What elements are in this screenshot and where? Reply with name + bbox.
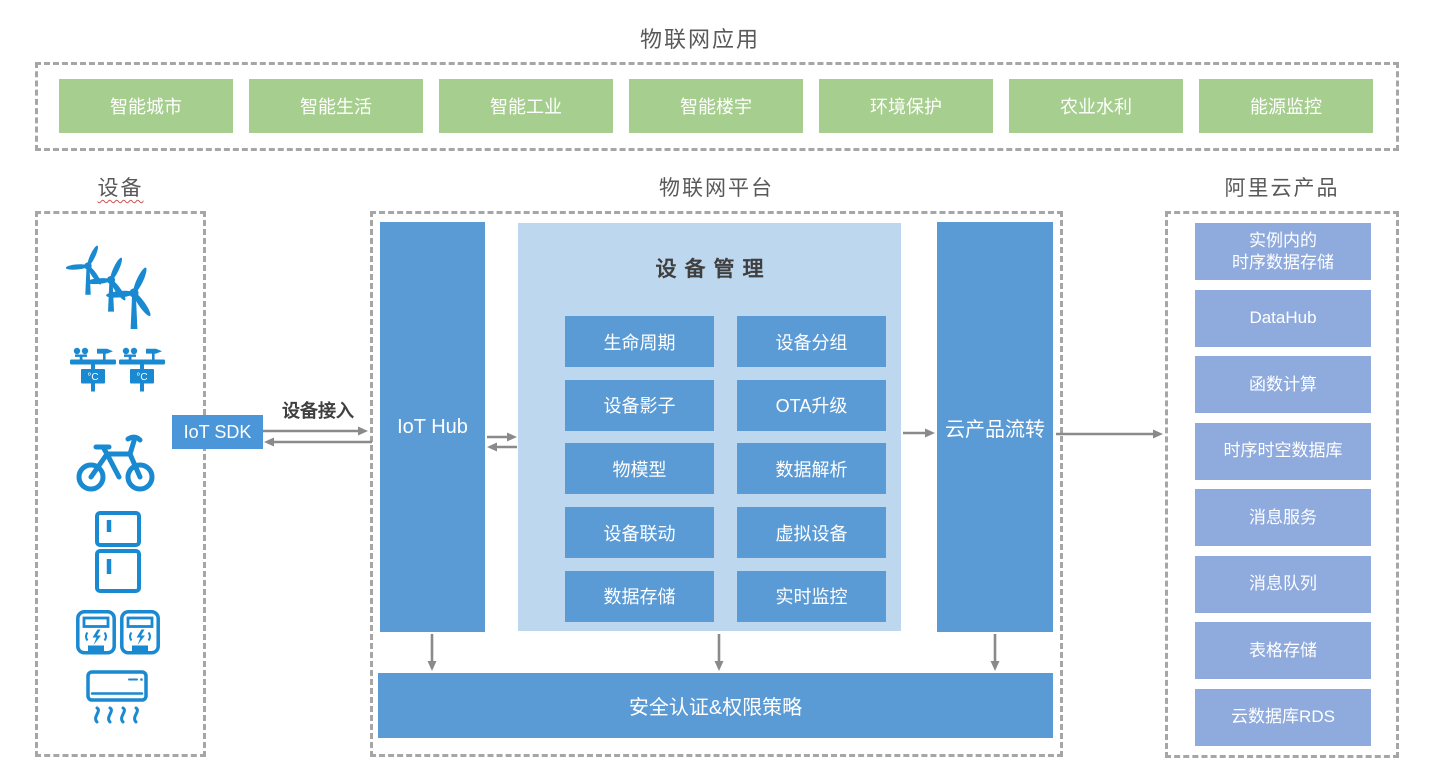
device-management-panel: 设备管理 生命周期 设备分组 设备影子 OTA升级 物模型 数据解析 设备联动 … xyxy=(518,223,901,631)
refrigerator-icon xyxy=(95,511,141,593)
cloud-product-box: 云数据库RDS xyxy=(1195,688,1371,746)
management-feature-box: 设备分组 xyxy=(737,316,886,367)
app-button: 能源监控 xyxy=(1199,79,1373,133)
cloud-products-header: 阿里云产品 xyxy=(1224,176,1340,200)
app-button: 智能楼宇 xyxy=(629,79,803,133)
device-management-grid: 生命周期 设备分组 设备影子 OTA升级 物模型 数据解析 设备联动 虚拟设备 … xyxy=(565,316,886,622)
app-button: 智能工业 xyxy=(439,79,613,133)
platform-group-box xyxy=(370,211,1063,757)
cloud-product-box: DataHub xyxy=(1195,289,1371,347)
devices-group-box xyxy=(35,211,206,757)
app-button: 智能城市 xyxy=(59,79,233,133)
management-feature-box: 设备联动 xyxy=(565,507,714,559)
device-management-title: 设备管理 xyxy=(655,257,772,281)
applications-row: 智能城市 智能生活 智能工业 智能楼宇 环境保护 农业水利 能源监控 xyxy=(59,79,1373,133)
applications-group-box xyxy=(35,62,1399,151)
cloud-product-box: 消息服务 xyxy=(1195,489,1371,546)
management-feature-box: OTA升级 xyxy=(737,379,886,431)
wind-turbines-icon xyxy=(66,244,153,329)
cloud-product-box: 消息队列 xyxy=(1195,555,1371,613)
iot-hub-label: IoT Hub xyxy=(397,415,468,438)
shared-bike-icon xyxy=(76,434,155,492)
weather-stations-icon: °C xyxy=(70,347,165,392)
cloud-product-box: 时序时空数据库 xyxy=(1195,422,1371,480)
cloud-products-column: 实例内的 时序数据存储 DataHub 函数计算 时序时空数据库 消息服务 消息… xyxy=(1195,223,1371,746)
app-button: 环境保护 xyxy=(819,79,993,133)
cloud-flow-label: 云产品流转 xyxy=(945,418,1045,441)
management-feature-box: 设备影子 xyxy=(565,379,714,431)
management-feature-box: 实时监控 xyxy=(737,570,886,622)
management-feature-box: 虚拟设备 xyxy=(737,507,886,559)
diagram-title: 物联网应用 xyxy=(639,27,760,52)
cloud-product-box: 函数计算 xyxy=(1195,356,1371,413)
management-feature-box: 生命周期 xyxy=(565,316,714,367)
cloud-product-box: 实例内的 时序数据存储 xyxy=(1195,223,1371,280)
iot-hub-bar: IoT Hub xyxy=(380,222,485,632)
app-button: 智能生活 xyxy=(249,79,423,133)
devices-header: 设备 xyxy=(97,176,144,200)
device-access-label: 设备接入 xyxy=(282,401,354,421)
security-label: 安全认证&权限策略 xyxy=(628,697,803,719)
air-conditioner-icon xyxy=(86,670,148,724)
management-feature-box: 数据解析 xyxy=(737,443,886,495)
iot-sdk-box: IoT SDK xyxy=(172,415,263,449)
smart-meters-icon xyxy=(76,610,160,655)
cloud-flow-bar: 云产品流转 xyxy=(937,222,1053,632)
security-bar: 安全认证&权限策略 xyxy=(378,673,1053,738)
cloud-products-group-box xyxy=(1165,211,1399,758)
cloud-product-box: 表格存储 xyxy=(1195,622,1371,679)
app-button: 农业水利 xyxy=(1009,79,1183,133)
platform-header: 物联网平台 xyxy=(659,176,774,200)
management-feature-box: 数据存储 xyxy=(565,570,714,622)
management-feature-box: 物模型 xyxy=(565,443,714,495)
